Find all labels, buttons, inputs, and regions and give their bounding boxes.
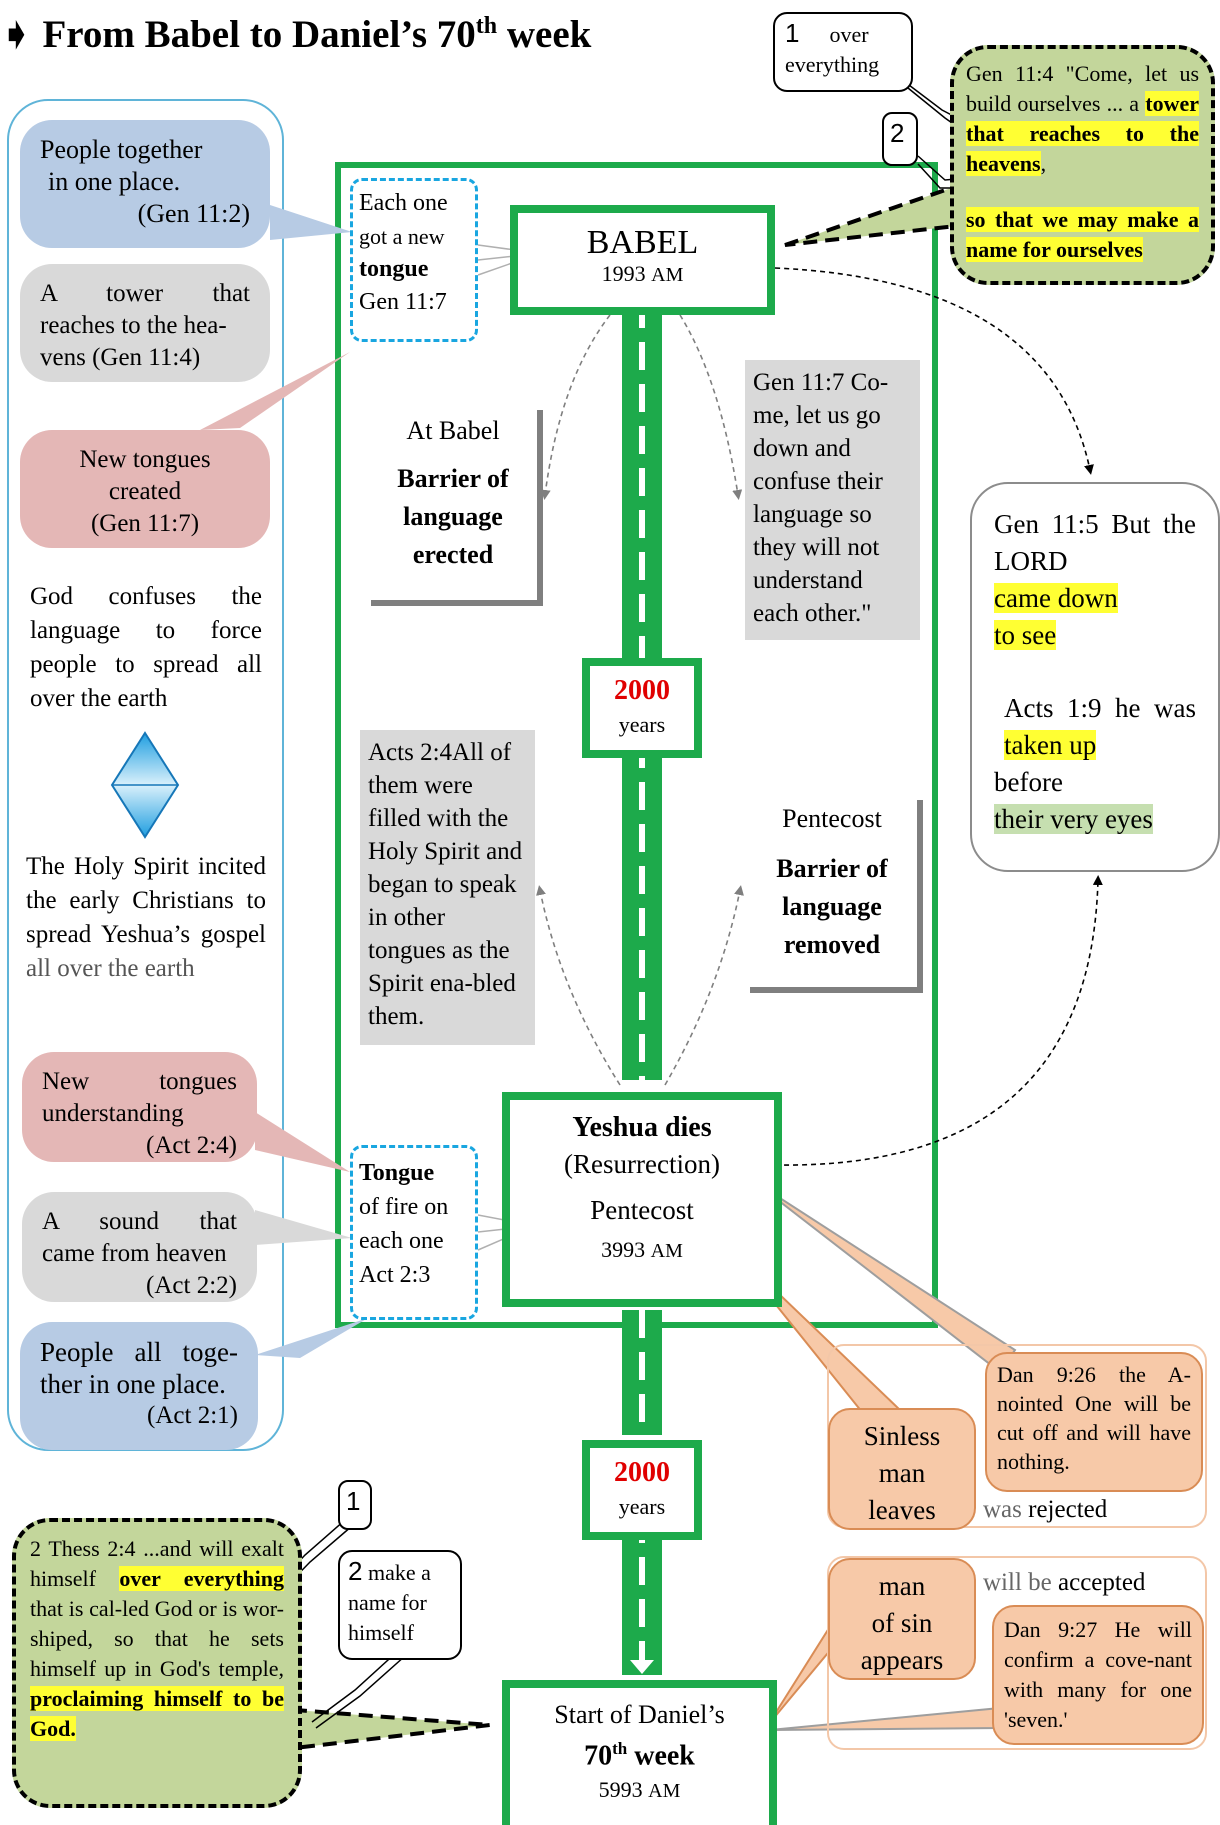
at-babel-bracket (371, 410, 543, 606)
dan-9-27-note: Dan 9:27 He will confirm a cove-nant wit… (992, 1605, 1204, 1745)
will-be-accepted-label: will be accepted (983, 1569, 1146, 1596)
number-two-callout-top: 2 (882, 112, 918, 166)
pentecost-bracket (750, 800, 923, 993)
diamond-icon (110, 731, 180, 839)
make-a-name-callout: 2 make a name for himself (338, 1550, 462, 1660)
dan-9-26-note: Dan 9:26 the A-nointed One will be cut o… (985, 1352, 1203, 1492)
left-panel-frame (7, 99, 284, 1451)
gen-11-7-note: Gen 11:7 Co-me, let us go down and confu… (745, 360, 920, 640)
sinless-man-leaves-bubble: Sinless man leaves (828, 1408, 976, 1530)
was-rejected-label: was rejected (983, 1496, 1108, 1523)
tower-heavens-bubble: A tower that reaches to the hea- vens (G… (20, 264, 270, 382)
yeshua-box: Yeshua dies (Resurrection) Pentecost 399… (502, 1092, 782, 1307)
barrier-removed-label: Pentecost Barrier of language removed (776, 804, 888, 959)
people-all-together-bubble: People all toge- ther in one place. (Act… (20, 1322, 258, 1450)
new-tongues-understanding-bubble: New tongues understanding (Act 2:4) (22, 1052, 257, 1162)
man-of-sin-bubble: man of sin appears (828, 1558, 976, 1680)
god-confuses-text: God confuses the language to force peopl… (30, 583, 262, 712)
new-tongues-created-bubble: New tongues created (Gen 11:7) (20, 430, 270, 548)
years-box-top: 2000 years (582, 658, 702, 758)
babel-box: BABEL 1993 AM (510, 205, 775, 315)
new-tongue-box: Each one got a new tongue Gen 11:7 (350, 178, 478, 342)
daniel-70th-week-box: Start of Daniel’s 70th week 5993 AM (502, 1680, 777, 1825)
fire-tongue-box: Tongue of fire on each one Act 2:3 (350, 1145, 478, 1320)
years-box-bottom: 2000 years (582, 1440, 702, 1540)
thess-2-4-quote: 2 Thess 2:4 ...and will exalt himself ov… (12, 1518, 302, 1808)
sound-heaven-bubble: A sound that came from heaven (Act 2:2) (22, 1192, 257, 1302)
acts-2-4-note: Acts 2:4All of them were filled with the… (360, 730, 535, 1045)
came-down-taken-up-box: Gen 11:5 But the LORD came down to see A… (970, 482, 1220, 872)
number-one-callout-bottom: 1 (338, 1480, 372, 1530)
barrier-erected-label: At Babel Barrier of language erected (397, 416, 509, 569)
people-together-bubble: People together in one place. (Gen 11:2) (20, 120, 270, 248)
page-title: ➧ From Babel to Daniel’s 70th week (0, 13, 592, 56)
title-arrow-icon: ➧ (0, 13, 33, 56)
gen-11-4-quote: Gen 11:4 "Come, let us build ourselves .… (950, 45, 1215, 285)
holy-spirit-text: The Holy Spirit incited the early Christ… (26, 853, 266, 982)
